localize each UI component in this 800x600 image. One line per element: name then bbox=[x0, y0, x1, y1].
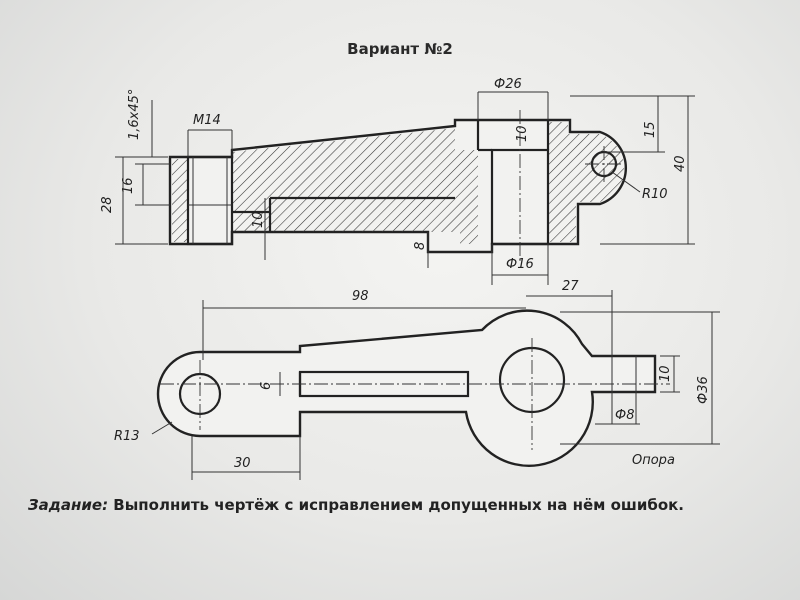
dim-lug-offset: 15 bbox=[643, 121, 658, 138]
dim-thread: M14 bbox=[193, 113, 221, 128]
task-statement: Задание: Выполнить чертёж с исправлением… bbox=[28, 496, 788, 514]
dim-chamfer: 1,6x45° bbox=[127, 89, 142, 140]
dim-length: 98 bbox=[352, 289, 369, 304]
dim-boss-dia: Ф26 bbox=[494, 77, 522, 92]
task-text: Выполнить чертёж с исправлением допущенн… bbox=[113, 496, 685, 514]
dim-boss-outer: Ф36 bbox=[696, 376, 711, 404]
dim-lug-radius: R10 bbox=[642, 187, 668, 202]
dim-lug-length: 27 bbox=[562, 279, 579, 294]
part-name: Опора bbox=[632, 453, 675, 468]
dim-end-radius: R13 bbox=[114, 429, 140, 444]
variant-title: Вариант №2 bbox=[347, 40, 453, 58]
section-view: 1,6x45° M14 28 16 10 8 Ф26 10 Ф16 15 40 … bbox=[100, 77, 695, 285]
dim-end-offset: 30 bbox=[234, 456, 251, 471]
dim-boss-slot: 10 bbox=[515, 125, 530, 142]
dim-hole-dia: Ф16 bbox=[506, 257, 534, 272]
dim-total-height: 40 bbox=[673, 155, 688, 172]
hatch-left-boss bbox=[172, 159, 188, 242]
dim-height: 28 bbox=[100, 196, 115, 213]
dim-base: 8 bbox=[413, 242, 428, 250]
threaded-hole bbox=[186, 155, 234, 246]
dim-lug-hole: Ф8 bbox=[615, 408, 634, 423]
plan-view: 98 27 6 R13 30 10 Ф8 Ф36 Опора bbox=[114, 279, 720, 480]
dim-slot: 6 bbox=[259, 382, 274, 390]
task-label: Задание: bbox=[28, 496, 109, 514]
hatch-arm bbox=[232, 128, 478, 244]
dim-inner-height: 16 bbox=[121, 177, 136, 194]
dim-web: 10 bbox=[251, 211, 266, 228]
dim-lug-width: 10 bbox=[658, 365, 673, 382]
plan-body bbox=[156, 309, 657, 467]
